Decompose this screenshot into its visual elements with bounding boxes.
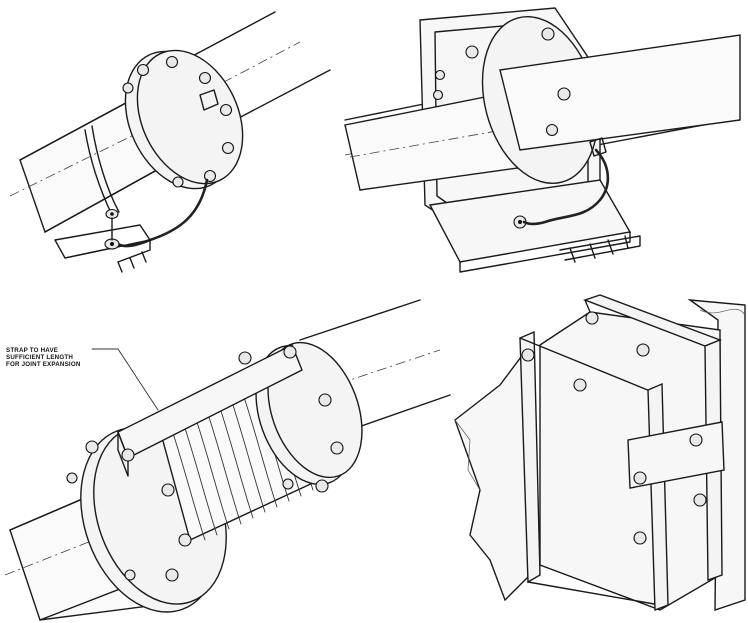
duct-flange-left xyxy=(519,330,541,584)
duct-left xyxy=(454,343,541,602)
panel-expansion-joint-strap: STRAP TO HAVE SUFFICIENT LENGTH FOR JOIN… xyxy=(4,299,451,621)
bonding-jumper xyxy=(116,178,209,248)
callout-line-1: STRAP TO HAVE xyxy=(6,347,58,354)
callout-line-3: FOR JOINT EXPANSION xyxy=(6,361,81,368)
ground-plate xyxy=(54,224,151,259)
panel-flanged-joint-jumper xyxy=(9,11,331,273)
callout-line-2: SUFFICIENT LENGTH xyxy=(6,354,73,361)
panel-duct-flange-strap xyxy=(454,294,746,612)
panel-pipe-support-jumper xyxy=(344,7,741,273)
frame-bolts xyxy=(432,27,571,137)
bonding-jumper xyxy=(522,148,610,226)
callout-leader xyxy=(91,348,159,411)
flange-bolts xyxy=(521,311,707,545)
flange-bolts xyxy=(122,55,235,188)
jumper-lug xyxy=(199,89,219,111)
flange-bolts xyxy=(66,345,344,582)
